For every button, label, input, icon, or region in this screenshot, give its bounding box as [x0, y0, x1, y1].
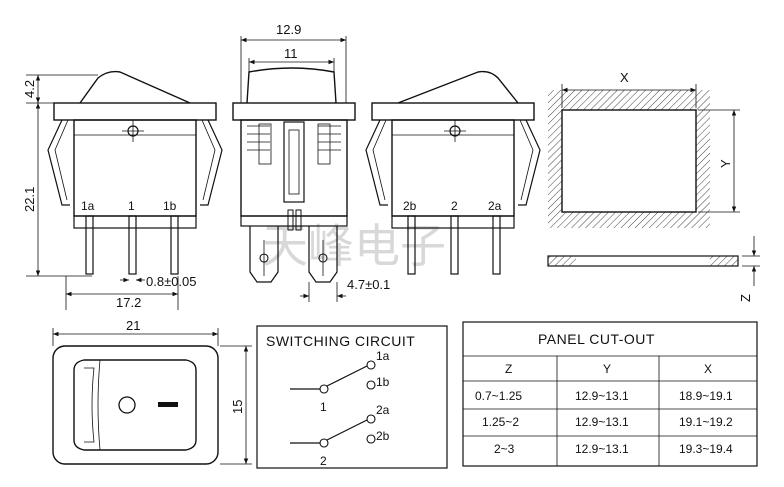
off-symbol [118, 396, 136, 414]
dim-terminal: 4.7±0.1 [347, 277, 390, 292]
dim-cutout-z: Z [738, 294, 753, 302]
on-symbol [158, 402, 178, 407]
terminal-right [308, 226, 338, 283]
table-cell: 2~3 [494, 442, 515, 456]
table-cell: 12.9~13.1 [575, 442, 629, 456]
dim-inner-width: 11 [284, 46, 298, 61]
switching-circuit-title: SWITCHING CIRCUIT [266, 333, 415, 349]
label-2: 2 [320, 454, 327, 468]
table-title: PANEL CUT-OUT [538, 331, 655, 347]
front-rocker [73, 359, 197, 451]
front-bezel [52, 345, 219, 465]
dim-front-width: 21 [126, 318, 140, 333]
pin-label-2b: 2b [403, 199, 417, 213]
dim-rocker-height: 4.2 [22, 80, 37, 98]
table-cell: 1.25~2 [482, 415, 519, 429]
table-cell: 18.9~19.1 [679, 389, 733, 403]
clip-right [200, 119, 223, 206]
label-2a: 2a [376, 403, 390, 417]
rocker-top [246, 67, 337, 104]
table-cell: 19.1~19.2 [679, 415, 733, 429]
table-header-x: X [704, 362, 712, 376]
side-view-left: 1a 1 1b [47, 70, 223, 275]
table-cell: 0.7~1.25 [475, 389, 522, 403]
table-header-z: Z [505, 362, 512, 376]
pin-label-1b: 1b [163, 199, 177, 213]
pin-label-1a: 1a [81, 199, 95, 213]
switching-circuit: SWITCHING CIRCUIT 1a 1b 1 2a 2b 2 [256, 325, 448, 469]
table-cell: 19.3~19.4 [679, 442, 733, 456]
watermark: 天峰电子 [262, 219, 446, 273]
pin-2b [407, 215, 416, 275]
pin-label-1: 1 [128, 199, 135, 213]
pin-1b [170, 215, 179, 275]
rocker-cap-2 [397, 70, 519, 104]
dim-cutout-x: X [620, 70, 629, 85]
pin-2a [492, 215, 501, 275]
dim-body-height: 22.1 [22, 187, 37, 212]
panel-section [547, 255, 739, 267]
pin-label-2a: 2a [488, 199, 502, 213]
left-dimensions: 4.2 22.1 [22, 74, 98, 277]
clip-left [47, 119, 70, 206]
dim-pin-spacing: 0.8±0.05 [146, 274, 197, 289]
dim-cutout-y: Y [718, 159, 733, 168]
panel-cutout-table: PANEL CUT-OUT Z Y X 0.7~1.25 12.9~13.1 1… [462, 321, 758, 467]
pin-dimensions: 17.2 0.8±0.05 [65, 274, 197, 310]
end-view: 12.9 11 [232, 22, 390, 302]
cutout-rect [561, 109, 697, 213]
table-cell: 12.9~13.1 [575, 389, 629, 403]
label-2b: 2b [376, 429, 390, 443]
table-header-y: Y [603, 362, 611, 376]
pin-2 [450, 215, 459, 275]
pin-1 [128, 215, 137, 275]
center-slot [283, 121, 305, 203]
panel-cutout-drawing: X Y Z [547, 70, 760, 302]
label-1b: 1b [376, 375, 390, 389]
rocker-cap [79, 70, 191, 104]
label-1: 1 [320, 400, 327, 414]
dim-pin-pitch: 17.2 [116, 295, 141, 310]
label-1a: 1a [376, 349, 390, 363]
flange [53, 102, 217, 121]
side-view-right: 2b 2 2a [365, 70, 541, 275]
front-view: 21 15 [52, 318, 252, 465]
dim-top-width: 12.9 [276, 22, 301, 37]
table-cell: 12.9~13.1 [575, 415, 629, 429]
pin-1a [85, 215, 94, 275]
terminal-left [249, 226, 279, 283]
end-flange [232, 102, 356, 121]
pin-label-2: 2 [451, 199, 458, 213]
dim-front-height: 15 [230, 400, 245, 414]
